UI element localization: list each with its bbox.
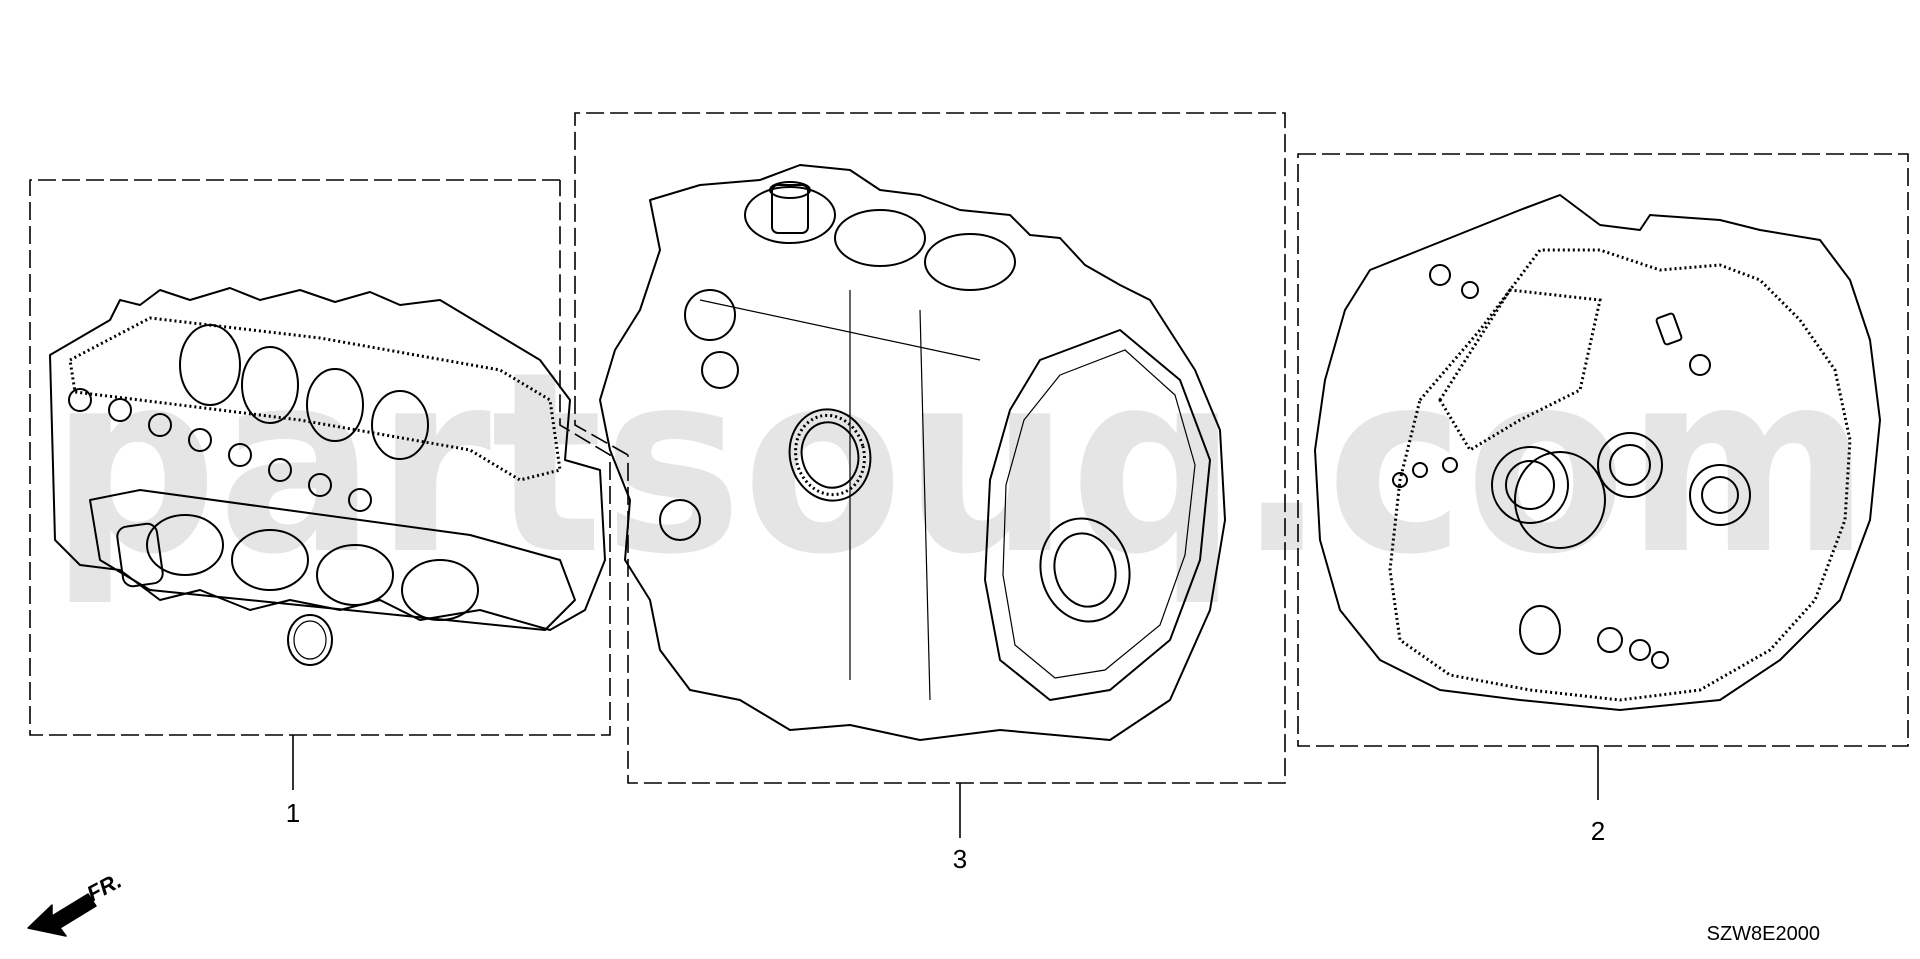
front-direction-arrow: FR. [27, 868, 126, 937]
diagram-code: SZW8E2000 [1707, 923, 1820, 945]
kit-boundary-block [574, 112, 1286, 784]
gasket-kit-transmission[interactable] [1297, 153, 1909, 800]
gasket-kit-block[interactable] [574, 112, 1286, 838]
callout-1[interactable]: 1 [286, 798, 300, 828]
callout-2[interactable]: 2 [1591, 816, 1605, 846]
callout-3[interactable]: 3 [953, 844, 967, 874]
kit-boundary-head [29, 179, 611, 736]
arrow-left-icon [27, 893, 97, 937]
watermark-text: partsouq.com [50, 318, 1870, 609]
gasket-kit-head[interactable] [29, 179, 611, 790]
kit-boundary-transmission [1297, 153, 1909, 747]
